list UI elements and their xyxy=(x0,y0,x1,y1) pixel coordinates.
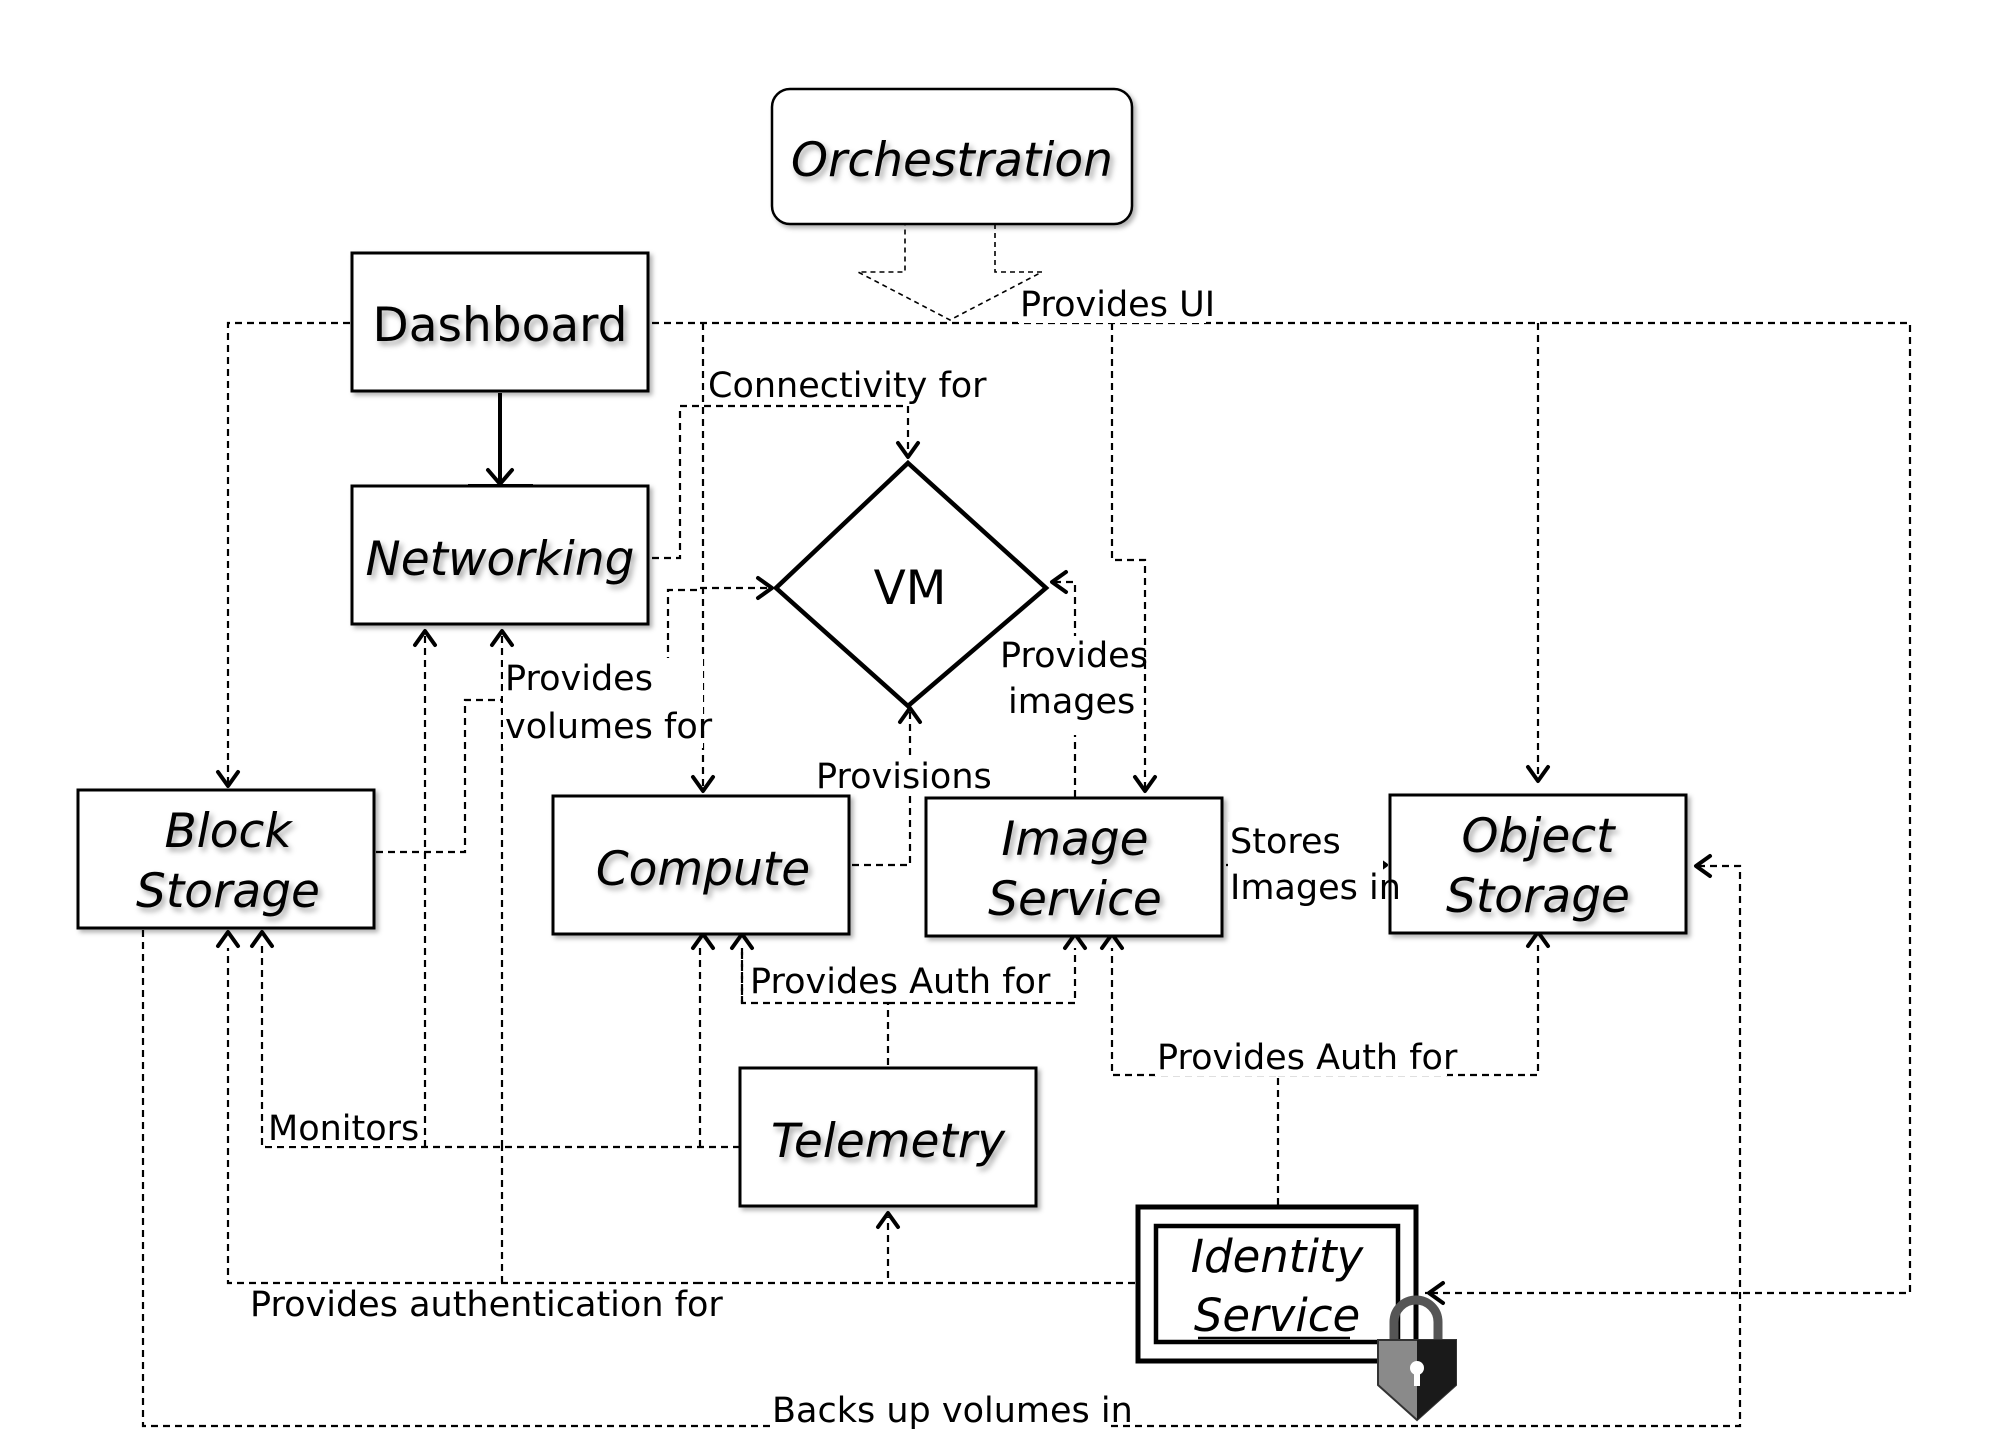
arrowhead-object-storage-right xyxy=(1694,854,1712,878)
padlock-icon xyxy=(1377,1295,1457,1422)
arrowhead-vm-bottom xyxy=(898,706,922,724)
arrowhead-networking-left xyxy=(413,629,437,647)
arrowhead-block-storage-bottom-2 xyxy=(250,930,274,948)
telemetry-node: Telemetry xyxy=(738,1066,1038,1208)
arrowhead-networking-right xyxy=(490,629,514,647)
edge-image-service-provides-images-vm xyxy=(1055,580,1077,797)
edge-dashboard-to-networking xyxy=(468,393,533,486)
label-stores-images-line1: Stores xyxy=(1230,822,1341,862)
block-storage-node: Block Storage xyxy=(76,788,376,930)
connectors xyxy=(141,321,1912,1428)
label-provides-images-line2: images xyxy=(1008,682,1135,722)
block-storage-label-line1: Block xyxy=(164,804,293,859)
arrowhead-identity-right xyxy=(1427,1281,1445,1305)
vm-label: VM xyxy=(874,561,947,616)
arrowhead-vm-right xyxy=(1050,570,1068,594)
label-provides-auth-for-telemetry: Provides Auth for xyxy=(750,962,1051,1002)
object-storage-label-line2: Storage xyxy=(1446,869,1630,924)
dashboard-label: Dashboard xyxy=(373,298,628,353)
block-storage-label-line2: Storage xyxy=(136,864,320,919)
label-provides-images-line1: Provides xyxy=(1000,636,1148,676)
compute-node: Compute xyxy=(551,794,851,936)
image-service-label-line2: Service xyxy=(988,872,1162,927)
image-service-label-line1: Image xyxy=(1001,812,1148,867)
label-provides-auth-for-identity: Provides Auth for xyxy=(1157,1038,1458,1078)
edge-dashboard-provides-ui-bus xyxy=(652,321,1912,1295)
arrowhead-telemetry-bottom xyxy=(876,1211,900,1229)
label-backs-up-volumes-in: Backs up volumes in xyxy=(772,1391,1133,1431)
label-connectivity-for: Connectivity for xyxy=(708,366,987,406)
networking-label: Networking xyxy=(366,532,635,587)
edge-dashboard-to-block-storage xyxy=(226,321,350,785)
label-provides-volumes-line1: Provides xyxy=(505,659,653,699)
arrowhead-object-storage-top xyxy=(1526,765,1550,783)
arrowhead-vm-left xyxy=(756,576,774,600)
compute-label: Compute xyxy=(596,842,810,897)
arrowhead-compute-bottom-2 xyxy=(730,932,754,950)
orchestration-node: Orchestration xyxy=(770,87,1134,226)
edge-identity-provides-authentication-for xyxy=(226,948,1135,1285)
label-provides-volumes-line2: volumes for xyxy=(505,707,713,747)
label-provides-ui: Provides UI xyxy=(1020,285,1215,325)
edge-telemetry-monitors xyxy=(260,632,740,1149)
telemetry-label: Telemetry xyxy=(771,1114,1006,1169)
label-provisions: Provisions xyxy=(816,757,992,797)
identity-service-label-line1: Identity xyxy=(1191,1230,1365,1283)
label-stores-images-line2: Images in xyxy=(1230,868,1401,908)
object-storage-node: Object Storage xyxy=(1388,793,1688,935)
label-provides-authentication-for: Provides authentication for xyxy=(250,1285,723,1325)
hollow-arrow-down-icon xyxy=(857,223,1043,321)
edge-block-storage-provides-volumes-for-vm xyxy=(376,586,770,854)
label-monitors: Monitors xyxy=(268,1109,419,1149)
identity-service-label-line2: Service xyxy=(1194,1289,1360,1342)
edge-dashboard-to-image-service xyxy=(1110,323,1147,790)
arrowhead-compute-bottom-1 xyxy=(691,932,715,950)
arrowhead-block-storage-bottom-1 xyxy=(216,930,240,948)
arrowhead-block-storage-top xyxy=(216,770,240,788)
edge-labels: Provides UI Connectivity for Provides vo… xyxy=(248,285,1458,1431)
edge-telemetry-auth-bus xyxy=(740,948,1077,1065)
object-storage-label-line1: Object xyxy=(1461,809,1616,864)
edge-networking-connectivity-for-vm xyxy=(652,404,910,560)
arrowhead-compute-top xyxy=(691,775,715,793)
edge-block-backs-up-volumes-object xyxy=(141,864,1742,1428)
dashboard-node: Dashboard xyxy=(350,251,650,393)
networking-node: Networking xyxy=(350,484,650,626)
arrowhead-image-service-top xyxy=(1133,775,1157,793)
arrowhead-vm-top xyxy=(896,441,920,459)
orchestration-label: Orchestration xyxy=(791,133,1113,188)
identity-service-node: Identity Service xyxy=(1135,1204,1419,1364)
vm-node: VM xyxy=(772,459,1050,709)
image-service-node: Image Service xyxy=(924,796,1224,938)
